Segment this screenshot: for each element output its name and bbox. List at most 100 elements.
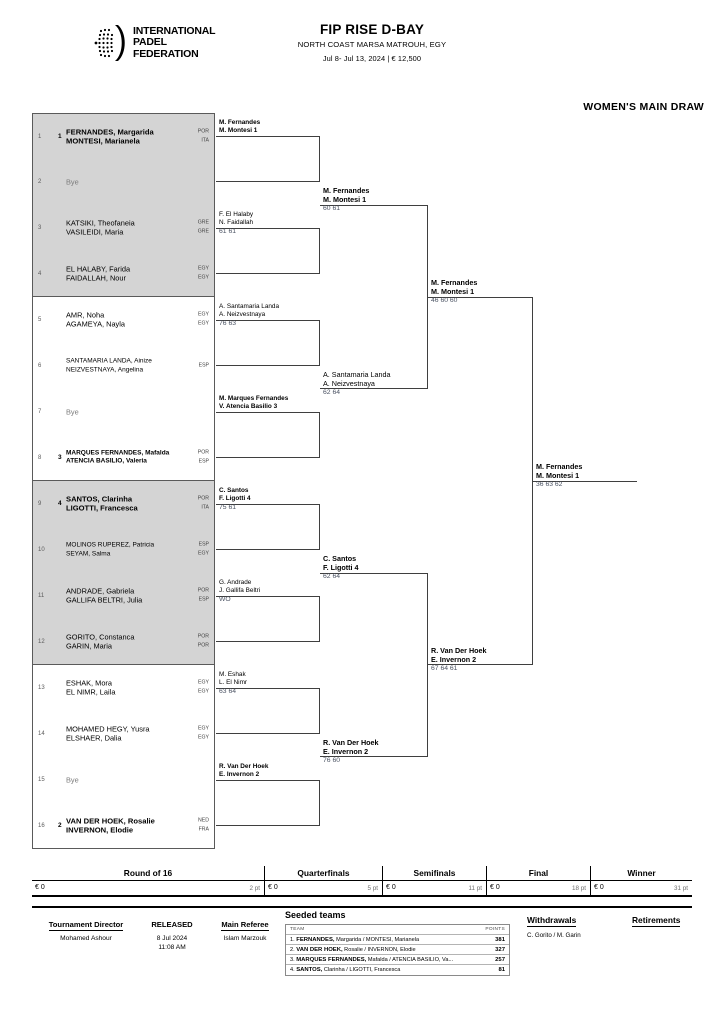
bye-label: Bye	[66, 407, 79, 417]
draw-title: WOMEN'S MAIN DRAW	[583, 101, 704, 113]
winner-player-1: C. Santos	[219, 487, 249, 494]
winner-player-2: A. Neizvestnaya	[219, 311, 266, 319]
withdrawals-label: Withdrawals	[527, 915, 577, 927]
winner-player-1: R. Van Der Hoek	[431, 646, 487, 655]
winner-player-2: E. Invernon 2	[219, 771, 260, 779]
bracket-box	[216, 504, 320, 550]
prize-money: € 0	[268, 884, 278, 891]
ranking-points: 11 pt	[468, 885, 482, 892]
tournament-director-name: Mohamed Ashour	[60, 935, 112, 942]
seeded-team-name: 1. FERNANDES, Margarida / MONTESI, Maria…	[290, 936, 420, 943]
winner-player-2: M. Montesi 1	[219, 127, 258, 135]
country-code-2: EGY	[198, 735, 209, 741]
seeded-team-points: 327	[495, 946, 505, 953]
ipf-logo: INTERNATIONAL PADEL FEDERATION	[88, 18, 216, 68]
winner-player-2: A. Neizvestnaya	[323, 379, 375, 388]
country-code-1: GRE	[197, 219, 209, 226]
seeded-team-row[interactable]: 3. MARQUES FERNANDES, Mafalda / ATENCIA …	[286, 955, 509, 965]
country-code-1: NED	[198, 817, 209, 824]
winner-player-2: E. Invernon 2	[431, 655, 477, 664]
seeded-team-row[interactable]: 4. SANTOS, Clarinha / LIGOTTI, Francesca…	[286, 965, 509, 975]
slot-number: 10	[38, 547, 45, 553]
match-score: 63 64	[219, 688, 237, 695]
ranking-points: 31 pt	[673, 885, 688, 892]
slot-number: 3	[38, 225, 42, 231]
player-1-name: GORITO, Constanca	[66, 632, 135, 642]
points-column-header: Round of 16	[123, 868, 173, 878]
points-column-header: Quarterfinals	[264, 866, 382, 880]
ipf-logo-text: INTERNATIONAL PADEL FEDERATION	[133, 25, 216, 61]
country-code-1: ESP	[198, 541, 209, 548]
seeded-team-row[interactable]: 1. FERNANDES, Margarida / MONTESI, Maria…	[286, 935, 509, 945]
winner-player-1: M. Eshak	[219, 671, 246, 678]
winner-player-1: M. Fernandes	[536, 462, 583, 471]
tournament-name: FIP RISE D-BAY	[319, 22, 425, 37]
country-code-2: ESP	[198, 458, 209, 465]
winner-player-1: R. Van Der Hoek	[219, 763, 269, 770]
player-2-name: NEIZVESTNAYA, Angelina	[66, 366, 144, 373]
winner-player-2: F. Ligotti 4	[323, 563, 359, 572]
winner-underline	[533, 481, 637, 482]
country-code-2: ITA	[201, 505, 209, 511]
tournament-title-block: FIP RISE D-BAY NORTH COAST MARSA MATROUH…	[212, 22, 532, 63]
country-code-2: FRA	[198, 826, 209, 833]
bye-label: Bye	[66, 775, 79, 785]
slot-number: 8	[38, 454, 42, 461]
seeded-team-points: 81	[498, 967, 505, 973]
winner-player-1: M. Fernandes	[323, 186, 370, 195]
country-code-2: POR	[197, 642, 209, 649]
player-2-name: ELSHAER, Dalia	[66, 734, 122, 743]
slot-number: 11	[38, 593, 45, 599]
seeded-team-row[interactable]: 2. VAN DER HOEK, Rosalie / INVERNON, Elo…	[286, 945, 509, 955]
page-footer: Tournament Director Mohamed Ashour RELEA…	[32, 910, 692, 1000]
bracket-box	[216, 596, 320, 642]
country-code-1: EGY	[198, 679, 209, 686]
prize-money: € 0	[35, 884, 45, 891]
player-2-name: MONTESI, Marianela	[66, 136, 140, 146]
player-2-name: GARIN, Maria	[66, 641, 112, 651]
bracket-box	[320, 573, 428, 757]
winner-player-1: A. Santamaria Landa	[323, 370, 391, 379]
player-1-name: ANDRADE, Gabriela	[66, 586, 135, 596]
slot-number: 14	[38, 731, 45, 737]
seeded-team-name: 4. SANTOS, Clarinha / LIGOTTI, Francesca	[290, 967, 401, 973]
slot-number: 1	[38, 133, 42, 140]
points-column-header: Semifinals	[382, 866, 486, 880]
slot-number: 9	[38, 501, 42, 507]
seed-number: 3	[58, 453, 62, 461]
padel-ball-icon	[88, 20, 128, 66]
